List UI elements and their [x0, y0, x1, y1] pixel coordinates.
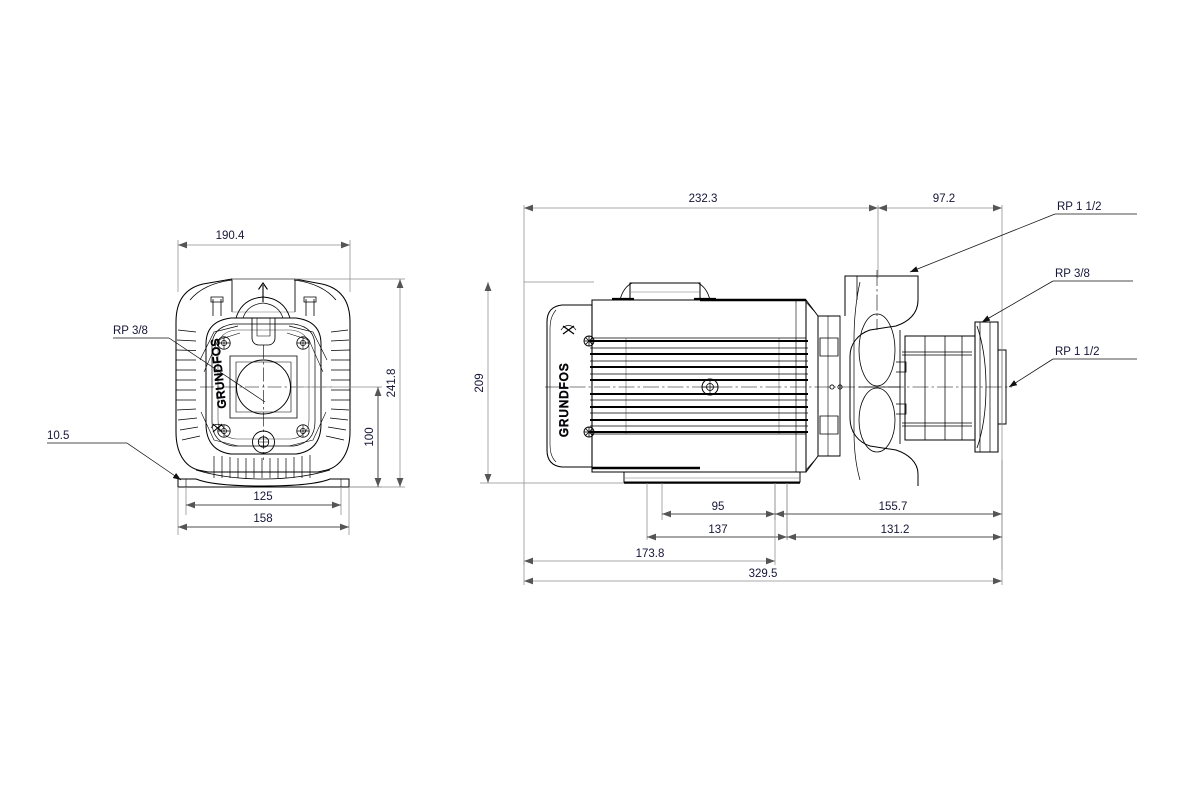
label-155-7: 155.7 — [879, 501, 908, 513]
pump-head-body-inner2 — [217, 329, 310, 440]
rib-chevron-lower-right — [288, 411, 327, 447]
side-brand-label: GRUNDFOS — [559, 362, 571, 437]
leader-10-5-line — [126, 442, 182, 481]
side-view-centrelines — [545, 270, 1012, 388]
label-241-8: 241.8 — [386, 369, 398, 398]
label-232-3: 232.3 — [689, 193, 718, 205]
shroud-top-right-curve — [293, 279, 337, 301]
motor-shroud-outline — [175, 278, 351, 473]
leader-rp38-line — [168, 337, 266, 403]
rib-chevron-upper-left — [199, 325, 239, 361]
motor-tie-bolts — [583, 335, 595, 438]
label-side-rp112-bottom: RP 1 1/2 — [1055, 346, 1100, 358]
front-view-dimensions — [47, 240, 405, 535]
label-190-4: 190.4 — [216, 230, 245, 242]
front-view-dimension-labels: 190.4 241.8 100 125 158 10.5 RP 3/8 — [47, 230, 398, 525]
base-ribs — [213, 455, 311, 478]
label-95: 95 — [712, 501, 725, 513]
terminal-box-outline — [629, 282, 701, 300]
chamber-step-lower — [896, 403, 907, 415]
leader-rp38-line — [981, 280, 1054, 323]
grundfos-logo-mark — [210, 423, 225, 433]
chamber-tie-rod-lower — [902, 422, 972, 427]
motor-body-fin-bands — [592, 337, 806, 435]
motor-rear-cover — [546, 304, 593, 468]
fastener-bosses — [217, 336, 310, 438]
label-125: 125 — [253, 491, 272, 503]
top-rib-inner — [242, 302, 284, 319]
base-apron — [195, 469, 331, 480]
side-grundfos-logo-mark — [560, 325, 577, 335]
top-centre-pocket-inner — [256, 318, 271, 337]
side-view-dimension-labels: 232.3 97.2 209 95 137 173.8 155.7 131.2 … — [474, 193, 1102, 580]
side-view-dimensions — [480, 204, 1137, 585]
label-side-rp38: RP 3/8 — [1055, 268, 1090, 280]
pump-bracket — [817, 315, 841, 457]
motor-cooling-fins — [590, 338, 808, 434]
label-329-5: 329.5 — [749, 568, 778, 580]
terminal-box-edges — [231, 279, 296, 312]
label-100: 100 — [364, 427, 376, 446]
rib-chevron-upper-right — [288, 325, 328, 361]
label-137: 137 — [708, 524, 727, 536]
label-side-rp112-top: RP 1 1/2 — [1057, 201, 1102, 213]
chamber-tie-rod-upper — [902, 351, 972, 356]
bore-square — [229, 355, 298, 419]
rib-chevron-upper-right-2 — [286, 332, 324, 373]
base-plate-edges — [185, 479, 342, 487]
chamber-step-upper — [896, 361, 907, 373]
cooling-fins-right — [325, 329, 350, 441]
top-studs — [210, 296, 317, 316]
front-view-centrelines — [200, 345, 332, 460]
side-view-geometry: GRUNDFOS — [545, 270, 1012, 486]
neck-inner-left — [853, 281, 861, 481]
label-10-5: 10.5 — [47, 430, 69, 442]
motor-right-chamfer-lines — [805, 301, 815, 471]
pump-head-body — [205, 317, 322, 455]
rear-cover-inner-curve — [549, 309, 557, 463]
leader-rp112-top-line — [909, 213, 1056, 273]
label-209: 209 — [474, 373, 486, 392]
label-front-rp38: RP 3/8 — [113, 325, 148, 337]
label-131-2: 131.2 — [881, 524, 910, 536]
label-97-2: 97.2 — [933, 193, 955, 205]
leader-rp112-bot-line — [1008, 358, 1054, 388]
discharge-neck-outline — [844, 275, 919, 486]
label-173-8: 173.8 — [636, 548, 665, 560]
label-158: 158 — [253, 513, 272, 525]
neck-bore-lower — [858, 387, 896, 453]
rib-chevron-upper-left-2 — [203, 332, 241, 373]
flow-direction-arrow — [258, 282, 268, 302]
top-rib-outer — [235, 296, 291, 319]
motor-base-rail — [623, 472, 801, 483]
shroud-top-left-curve — [189, 279, 233, 301]
rib-chevron-lower-left — [200, 411, 239, 447]
side-brand-text: GRUNDFOS — [559, 362, 572, 437]
base-plate — [177, 478, 350, 488]
cooling-fins-left — [176, 329, 201, 441]
